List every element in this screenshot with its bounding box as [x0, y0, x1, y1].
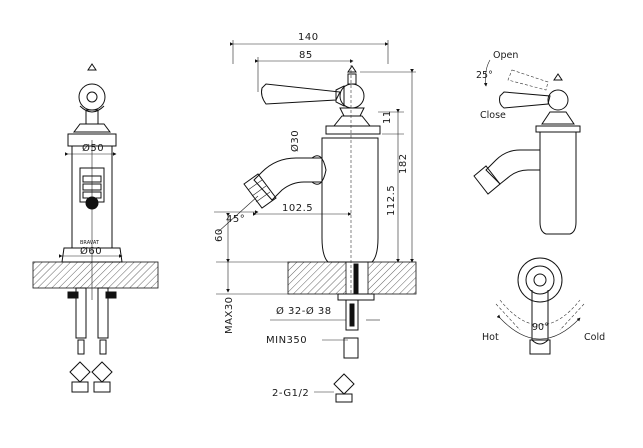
hot-cold-view: Hot Cold 90° — [482, 257, 605, 355]
side-countertop-right — [367, 261, 417, 295]
dim-overall-width: 140 — [298, 32, 319, 43]
dim-spout-angle: 45° — [226, 214, 245, 225]
front-hoses — [67, 287, 117, 393]
dim-max-thickness: MAX30 — [224, 296, 235, 334]
dim-small: 11 — [382, 110, 393, 124]
label-open-angle: 25° — [476, 70, 493, 81]
front-spout-aerator — [79, 167, 105, 210]
open-close-view: Open 25° Close — [473, 50, 581, 235]
dim-base-diameter: Ø60 — [80, 245, 102, 257]
front-knob — [73, 63, 111, 133]
dim-spout-reach: 102.5 — [282, 203, 313, 214]
dim-connection-height: 60 — [214, 228, 225, 242]
dim-handle-length: 85 — [299, 50, 313, 61]
front-view: BRAVAT Ø50 Ø60 — [32, 63, 159, 393]
front-countertop — [32, 261, 159, 289]
dim-thread: 2-G1/2 — [272, 388, 309, 399]
dim-hole-range: Ø 32-Ø 38 — [276, 305, 332, 317]
brand-mark: BRAVAT — [80, 240, 100, 246]
dim-min-hose: MIN350 — [266, 335, 307, 346]
side-mounting — [333, 263, 375, 403]
label-close: Close — [480, 110, 506, 121]
label-cold: Cold — [584, 332, 605, 343]
side-spout — [243, 155, 327, 209]
label-open: Open — [493, 50, 518, 61]
dim-total-height: 182 — [398, 153, 409, 174]
label-hot: Hot — [482, 332, 499, 343]
dim-height-to-spout: 112.5 — [386, 185, 397, 216]
dim-spout-diameter: Ø30 — [289, 130, 301, 152]
side-countertop-left — [287, 261, 347, 295]
side-view: 140 85 45 — [214, 32, 417, 403]
dim-body-diameter: Ø50 — [82, 142, 104, 154]
side-handle — [261, 65, 381, 135]
label-rotation-angle: 90° — [532, 322, 549, 333]
